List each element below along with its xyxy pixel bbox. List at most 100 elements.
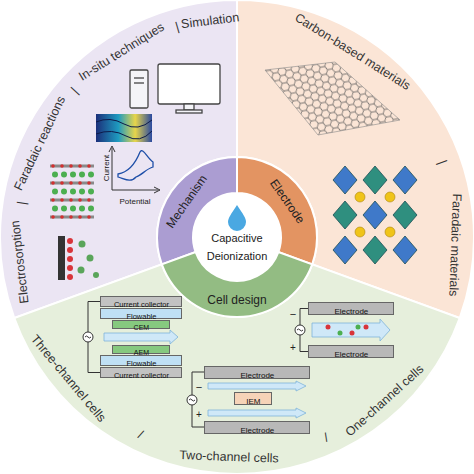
electrode-ions	[67, 256, 73, 262]
label-text: Two-channel cells	[179, 448, 279, 465]
bar-box: Flowable	[100, 355, 182, 366]
layered-crystal	[70, 206, 76, 212]
computer-icon	[158, 64, 220, 104]
perovskite-crystal	[355, 192, 365, 202]
electrode-ions	[78, 267, 85, 274]
text-holder: Potential	[119, 190, 150, 208]
layered-crystal	[70, 172, 76, 178]
electrode-ions	[67, 238, 73, 244]
label-text: Electrode	[240, 426, 274, 435]
label-text: −	[196, 381, 202, 393]
electrode-ions	[93, 272, 99, 278]
layered-crystal	[60, 215, 64, 219]
layered-crystal	[52, 189, 58, 195]
layered-crystal	[51, 181, 55, 185]
layered-crystal	[69, 181, 73, 185]
layered-crystal	[50, 182, 94, 185]
layered-crystal	[87, 198, 91, 202]
layered-crystal	[79, 189, 85, 195]
text-holder: −	[196, 377, 202, 395]
label-text: Cell design	[207, 293, 266, 307]
text-holder: −	[290, 304, 296, 322]
heatmap	[96, 114, 152, 142]
text-holder: Electrode	[240, 364, 274, 382]
bar-box: CEM	[112, 320, 170, 329]
layered-crystal	[79, 206, 85, 212]
computer-icon	[184, 104, 194, 110]
perovskite-crystal	[385, 192, 395, 202]
sector-band-fill	[14, 264, 459, 474]
layered-crystal	[60, 164, 64, 168]
label-text: Capacitive Deionization	[207, 232, 268, 262]
label-text: One-channel cells	[342, 362, 426, 439]
label-text: Faradaic materials	[446, 193, 464, 296]
label-text: Three-channel cells	[28, 332, 109, 425]
text-holder: Electrode	[240, 419, 274, 437]
bar-box: Current collector	[100, 296, 182, 307]
electrode-ions	[67, 247, 73, 253]
text-holder: +	[290, 337, 296, 355]
layered-crystal	[51, 164, 55, 168]
text-holder: Electrode	[334, 300, 368, 318]
label-text: |	[435, 158, 449, 166]
text-holder: Faradaic materials	[445, 193, 467, 296]
text-holder: /	[321, 428, 332, 446]
layered-crystal	[52, 172, 58, 178]
text-holder: IEM	[246, 390, 260, 408]
text-holder: Electrosorption	[6, 219, 34, 304]
electrode-ions	[87, 255, 94, 262]
layered-crystal	[69, 164, 73, 168]
perovskite-crystal	[385, 227, 395, 237]
layered-crystal	[69, 198, 73, 202]
label-text: +	[290, 342, 296, 353]
layered-crystal	[88, 172, 94, 178]
label-text: +	[196, 409, 202, 420]
layered-crystal	[78, 164, 82, 168]
text-holder: Electrode	[334, 343, 368, 361]
layered-crystal	[78, 198, 82, 202]
droplet-icon	[228, 205, 246, 231]
ion-dots	[350, 331, 355, 336]
text-holder: Faradaic reactions	[9, 92, 70, 193]
ion-dots	[356, 325, 361, 330]
bar-box: Electrode	[308, 302, 394, 315]
computer-icon	[134, 77, 144, 78]
text-holder: |	[11, 200, 30, 206]
text-holder: |	[66, 83, 82, 98]
label-text: Electrode	[334, 307, 368, 316]
text-holder: Current	[95, 155, 113, 182]
text-holder: CEM	[134, 316, 150, 334]
perovskite-crystal	[333, 166, 417, 264]
layered-crystal	[60, 198, 64, 202]
text-holder: +	[196, 404, 202, 422]
layered-crystal	[50, 199, 94, 202]
electrode-ions	[67, 274, 73, 280]
layered-crystal	[51, 198, 55, 202]
layered-crystal	[79, 172, 85, 178]
bar-box: Electrode	[204, 421, 310, 434]
layered-crystal	[87, 215, 91, 219]
label-text: |	[69, 85, 82, 97]
label-text: Faradaic reactions	[12, 94, 69, 193]
label-text: |	[173, 20, 180, 34]
computer-icon	[176, 110, 202, 113]
label-text: IEM	[246, 397, 260, 406]
bar-box: IEM	[234, 392, 272, 405]
bar-box: AEM	[112, 345, 170, 354]
label-text: Carbon-based materials	[292, 11, 413, 94]
text-holder: |	[173, 17, 181, 36]
heatmap	[96, 114, 152, 142]
text-holder: Simulation	[180, 7, 240, 32]
bar-box: Electrode	[308, 345, 394, 358]
label-text: In-situ techniques	[76, 20, 167, 84]
electrode-ions	[67, 265, 73, 271]
text-holder: Current collector	[114, 364, 169, 382]
text-holder: In-situ techniques	[75, 18, 168, 86]
label-text: /	[136, 427, 145, 441]
bar-box: Electrode	[204, 366, 310, 379]
layered-crystal	[60, 181, 64, 185]
bar-box: Flowable	[100, 308, 182, 319]
heatmap	[96, 119, 152, 139]
text-holder: Cell design	[207, 290, 266, 308]
